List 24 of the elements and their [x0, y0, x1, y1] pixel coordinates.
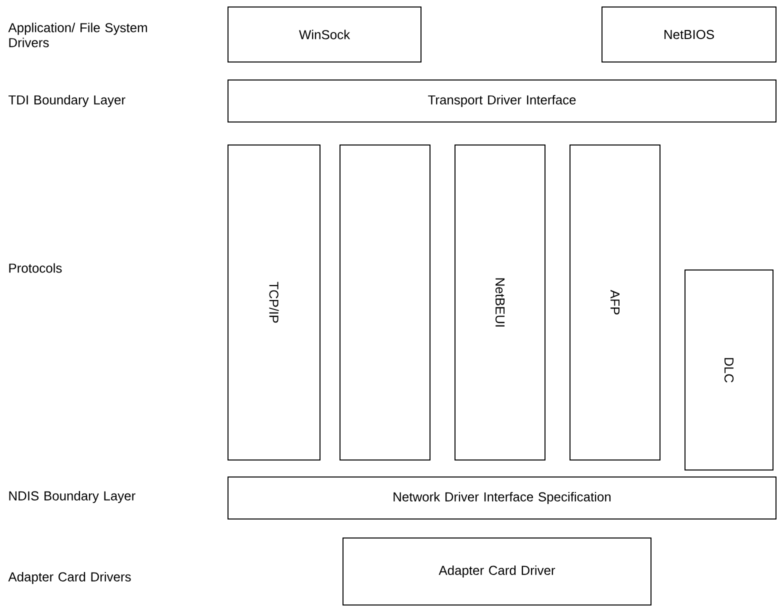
layer-box [454, 144, 546, 460]
layer-box [342, 538, 652, 606]
layer-label: Protocols [9, 263, 62, 273]
layer-box [684, 270, 774, 470]
layer-label: Application/ File System Drivers [8, 22, 147, 48]
box-label: Network Driver Interface Specification [394, 492, 611, 504]
box-label: NetBEUI [496, 278, 505, 326]
box-label: TCP/IP [269, 282, 279, 323]
box-label: WinSock [299, 30, 350, 40]
layer-label: NDIS Boundary Layer [9, 490, 136, 504]
layer-label: Adapter Card Drivers [8, 572, 131, 584]
box-label: NetBIOS [664, 30, 714, 40]
layer-box [570, 144, 660, 460]
box-label: Adapter Card Driver [438, 565, 556, 578]
layer-box [602, 6, 776, 62]
layer-box [228, 6, 422, 62]
box-label: DLC [724, 358, 734, 382]
layer-label: TDI Boundary Layer [8, 94, 126, 108]
box-label: AFP [610, 290, 620, 314]
box-label: Transport Driver Interface [428, 94, 576, 108]
layer-box [228, 80, 776, 122]
layer-box [228, 144, 320, 460]
layer-box [340, 144, 430, 460]
layer-box [228, 476, 776, 520]
